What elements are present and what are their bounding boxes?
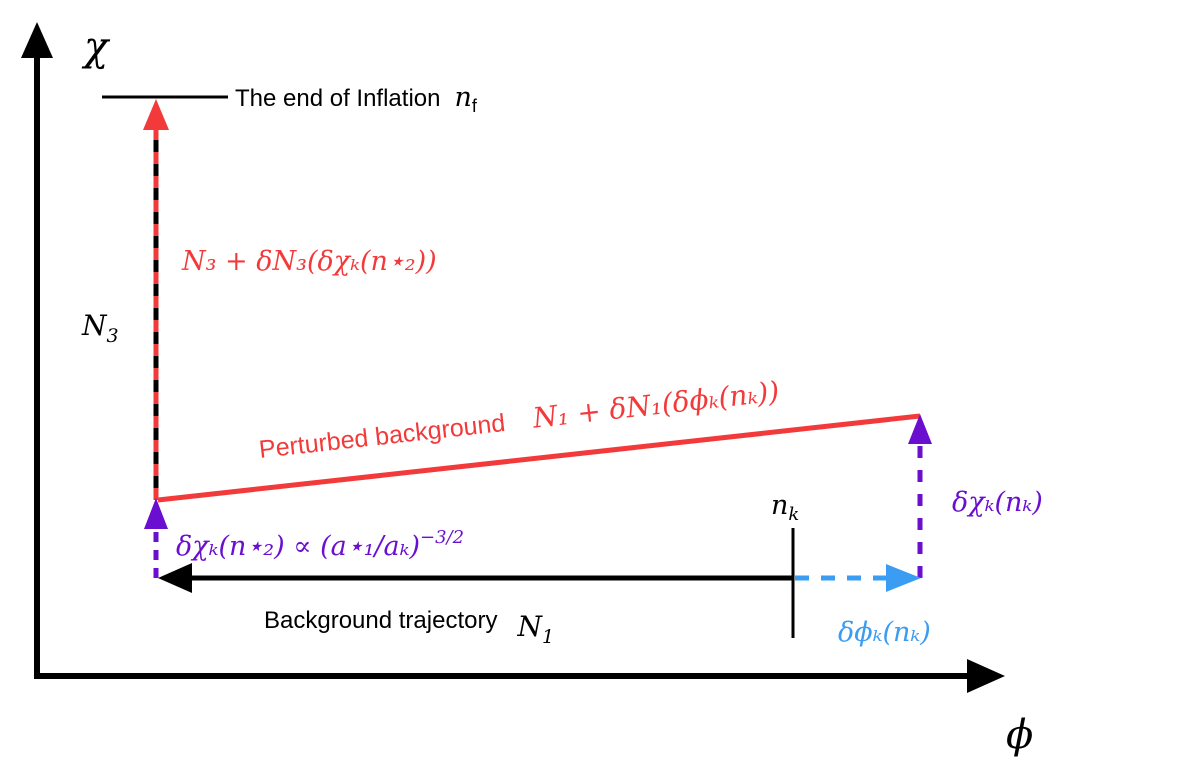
- vertical-trajectory-arrowhead: [143, 99, 169, 130]
- y-axis-label: χ: [81, 24, 111, 70]
- delta-phi-arrowhead: [886, 564, 921, 592]
- right-vertical-arrowhead: [908, 414, 932, 444]
- end-of-inflation-label: The end of Inflation nf: [235, 82, 478, 116]
- background-trajectory-arrowhead: [158, 563, 192, 593]
- n3-label: N3: [81, 309, 119, 347]
- nk-label: nk: [771, 490, 799, 525]
- delta-chi-left-label: δχₖ(n⋆₂) ∝ (a⋆₁/aₖ)−3/2: [176, 527, 464, 562]
- background-trajectory-label: Background trajectory N1: [264, 607, 554, 648]
- perturbed-background-label: Perturbed background N₁ + δN₁(δϕₖ(nₖ)): [257, 375, 781, 465]
- y-axis-arrowhead: [21, 22, 53, 58]
- red-vertical-formula: N₃ + δN₃(δχₖ(n⋆₂)): [181, 246, 437, 277]
- delta-phi-label: δϕₖ(nₖ): [838, 617, 931, 648]
- left-vertical-arrowhead: [144, 498, 168, 529]
- delta-chi-right-label: δχₖ(nₖ): [952, 487, 1043, 518]
- perturbed-background-line: [157, 413, 921, 503]
- x-axis-arrowhead: [967, 659, 1005, 693]
- x-axis-label: ϕ: [1006, 712, 1033, 758]
